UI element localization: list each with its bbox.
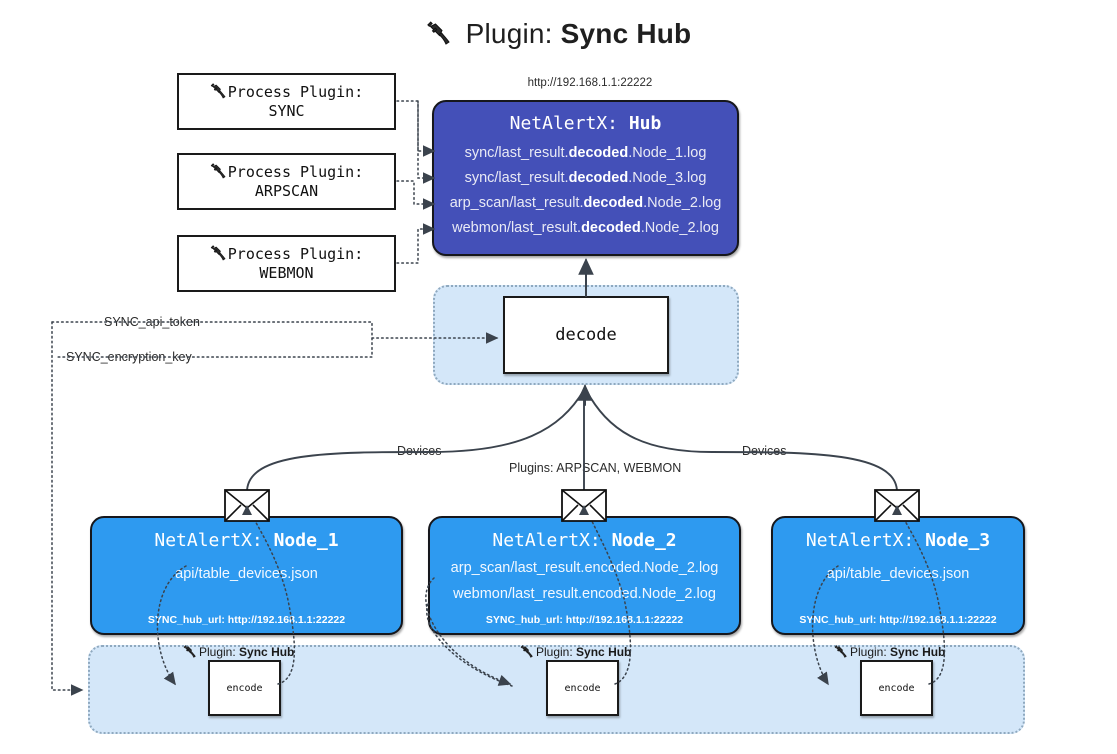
- edge-node3-to-decode: [585, 389, 898, 493]
- encoder-caption-1: Plugin: Sync Hub: [183, 645, 294, 659]
- plug-icon: [426, 21, 450, 45]
- plug-icon: [210, 162, 226, 179]
- page-title-value: Sync Hub: [560, 18, 692, 49]
- node-title: NetAlertX: Node_1: [92, 530, 401, 551]
- plug-icon: [834, 645, 847, 658]
- encoder-caption-value: Sync Hub: [576, 645, 632, 659]
- node-title-prefix: NetAlertX:: [805, 530, 915, 551]
- edge-node2-content2-to-encode: [426, 603, 513, 687]
- encode-box-2[interactable]: encode: [546, 660, 619, 716]
- process-plugin-name: SYNC: [268, 101, 305, 120]
- edge-node1-encode-to-envelope: [246, 504, 296, 685]
- node-hub-url: SYNC_hub_url: http://192.168.1.1:22222: [485, 614, 684, 626]
- process-plugin-arpscan[interactable]: Process Plugin: ARPSCAN: [177, 153, 396, 210]
- page-title: Plugin: Sync Hub: [0, 18, 1117, 50]
- edge-node3-encode-to-envelope: [896, 504, 946, 685]
- plug-icon: [520, 645, 533, 658]
- label-plugins-center: Plugins: ARPSCAN, WEBMON: [509, 461, 682, 475]
- hub-log-pre: arp_scan/last_result.: [449, 195, 584, 211]
- hub-log-line: arp_scan/last_result.decoded.Node_2.log: [434, 191, 737, 216]
- hub-log-pre: webmon/last_result.: [452, 220, 582, 236]
- hub-log-line: sync/last_result.decoded.Node_3.log: [434, 166, 737, 191]
- node-title-prefix: NetAlertX:: [492, 530, 601, 551]
- hub-log-pre: sync/last_result.: [464, 170, 569, 186]
- hub-log-post: .Node_3.log: [628, 170, 707, 186]
- edge-node1-to-decode: [246, 389, 585, 493]
- label-devices-left: Devices: [393, 444, 446, 458]
- edge-sync-to-hub-1: [396, 100, 436, 157]
- node-content-line: arp_scan/last_result.encoded.Node_2.log: [450, 560, 719, 576]
- node-hub-url: SYNC_hub_url: http://192.168.1.1:22222: [799, 614, 997, 626]
- process-plugin-name: WEBMON: [259, 263, 314, 282]
- node-title-value: Node_3: [925, 530, 991, 551]
- label-sync-encryption-key: SYNC_encryption_key: [62, 350, 196, 364]
- encoder-caption-value: Sync Hub: [890, 645, 946, 659]
- node-1[interactable]: NetAlertX: Node_1 api/table_devices.json…: [90, 516, 403, 635]
- hub-log-em: decoded: [581, 220, 641, 236]
- hub-log-line: sync/last_result.decoded.Node_1.log: [434, 141, 737, 166]
- edge-sync-to-hub-2: [417, 100, 436, 184]
- process-plugin-sync[interactable]: Process Plugin: SYNC: [177, 73, 396, 130]
- process-plugin-title: Process Plugin:: [227, 82, 364, 101]
- process-plugin-title: Process Plugin:: [227, 162, 364, 181]
- hub-log-post: .Node_2.log: [643, 195, 722, 211]
- encoder-caption-label: Plugin:: [850, 645, 887, 659]
- edge-webmon-to-hub: [396, 223, 436, 264]
- plug-icon: [210, 82, 226, 99]
- node-hub-url: SYNC_hub_url: http://192.168.1.1:22222: [147, 614, 346, 626]
- node-title-value: Node_1: [273, 530, 339, 551]
- edge-node1-content-to-encode: [156, 565, 187, 686]
- hub-log-em: decoded: [568, 145, 629, 161]
- node-3[interactable]: NetAlertX: Node_3 api/table_devices.json…: [771, 516, 1025, 635]
- plug-icon: [210, 244, 226, 261]
- node-title: NetAlertX: Node_2: [430, 530, 739, 551]
- node-title: NetAlertX: Node_3: [773, 530, 1023, 551]
- encode-box-3[interactable]: encode: [860, 660, 933, 716]
- node-content-line: webmon/last_result.encoded.Node_2.log: [453, 586, 716, 602]
- node-content-line: api/table_devices.json: [175, 566, 318, 582]
- edge-arpscan-to-hub: [396, 180, 436, 210]
- encode-box-1[interactable]: encode: [208, 660, 281, 716]
- page-title-label: Plugin:: [465, 18, 553, 49]
- process-plugin-name: ARPSCAN: [254, 181, 319, 200]
- encoder-caption-value: Sync Hub: [239, 645, 295, 659]
- encoder-caption-label: Plugin:: [536, 645, 573, 659]
- hub-log-post: .Node_1.log: [628, 145, 707, 161]
- node-2[interactable]: NetAlertX: Node_2 arp_scan/last_result.e…: [428, 516, 741, 635]
- plug-icon: [183, 645, 196, 658]
- hub-log-post: .Node_2.log: [640, 220, 719, 236]
- hub-title-value: Hub: [628, 113, 662, 134]
- hub-log-list: sync/last_result.decoded.Node_1.log sync…: [434, 141, 737, 241]
- hub-log-em: decoded: [568, 170, 629, 186]
- hub-url-label: http://192.168.1.1:22222: [527, 77, 653, 89]
- hub-log-pre: sync/last_result.: [464, 145, 569, 161]
- edge-node2-content-to-encode: [425, 577, 512, 686]
- label-devices-right: Devices: [738, 444, 791, 458]
- node-content-line: api/table_devices.json: [826, 566, 970, 582]
- process-plugin-title: Process Plugin:: [227, 244, 364, 263]
- encoder-caption-2: Plugin: Sync Hub: [520, 645, 631, 659]
- hub-log-line: webmon/last_result.decoded.Node_2.log: [434, 216, 737, 241]
- edge-sync-api-token: [51, 321, 373, 358]
- node-title-value: Node_2: [611, 530, 677, 551]
- hub-title: NetAlertX: Hub: [434, 113, 737, 134]
- process-plugin-webmon[interactable]: Process Plugin: WEBMON: [177, 235, 396, 292]
- encoder-caption-label: Plugin:: [199, 645, 236, 659]
- hub-title-prefix: NetAlertX:: [509, 113, 618, 134]
- encoder-caption-3: Plugin: Sync Hub: [834, 645, 945, 659]
- hub-log-em: decoded: [583, 195, 644, 211]
- edge-node2-encode-to-envelope: [583, 504, 632, 685]
- label-sync-api-token: SYNC_api_token: [100, 315, 204, 329]
- hub-node[interactable]: NetAlertX: Hub sync/last_result.decoded.…: [432, 100, 739, 256]
- node-title-prefix: NetAlertX:: [154, 530, 263, 551]
